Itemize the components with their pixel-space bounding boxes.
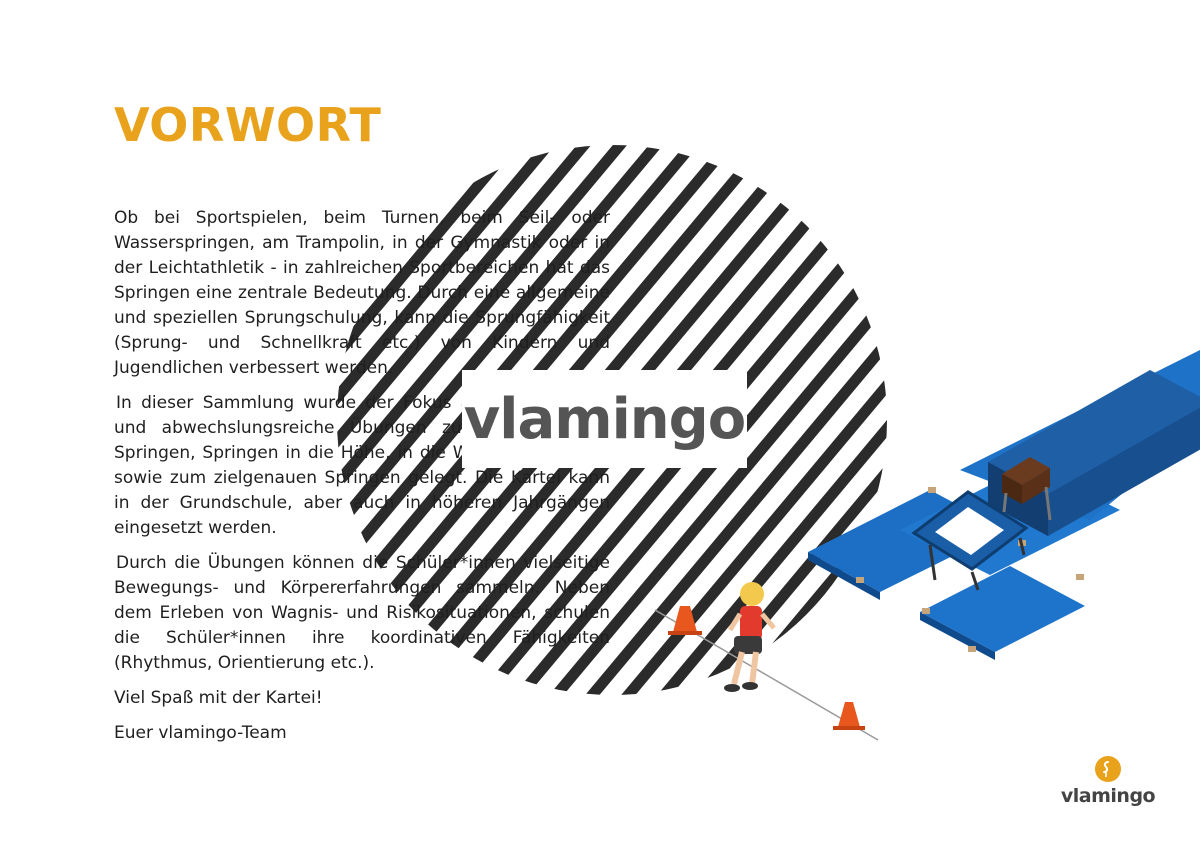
watermark-text: vlamingo: [463, 386, 746, 452]
paragraph-1: Ob bei Sportspielen, beim Turnen, beim S…: [114, 208, 610, 378]
brand-wordmark: vlamingo: [1060, 785, 1156, 807]
hatch-stripe: [605, 145, 887, 695]
hatch-stripe: [569, 145, 887, 695]
paragraph-3: Durch die Übungen können die Schüler*inn…: [114, 553, 610, 673]
paragraph-closing: Viel Spaß mit der Kartei!: [114, 688, 323, 708]
page-title: VORWORT: [114, 98, 382, 152]
hatch-stripe: [337, 145, 671, 695]
paragraph-signature: Euer vlamingo-Team: [114, 723, 287, 743]
watermark-logo: vlamingo: [462, 370, 747, 468]
hatch-stripe: [497, 145, 887, 695]
hatch-stripe: [337, 145, 599, 695]
cone-icon: [833, 702, 865, 730]
hatch-stripe: [337, 145, 563, 695]
gym-mats-illustration: [808, 350, 1200, 660]
hatch-stripe: [337, 145, 635, 695]
hatch-stripe: [337, 145, 743, 695]
brand-logo: vlamingo: [1058, 756, 1158, 812]
hatch-stripe: [337, 145, 707, 695]
child-jumping-illustration: [654, 582, 879, 741]
flamingo-icon: [1095, 756, 1121, 782]
hatch-stripe: [533, 145, 887, 695]
cone-icon: [668, 606, 702, 635]
foreword-text: Ob bei Sportspielen, beim Turnen, beim S…: [114, 206, 610, 756]
